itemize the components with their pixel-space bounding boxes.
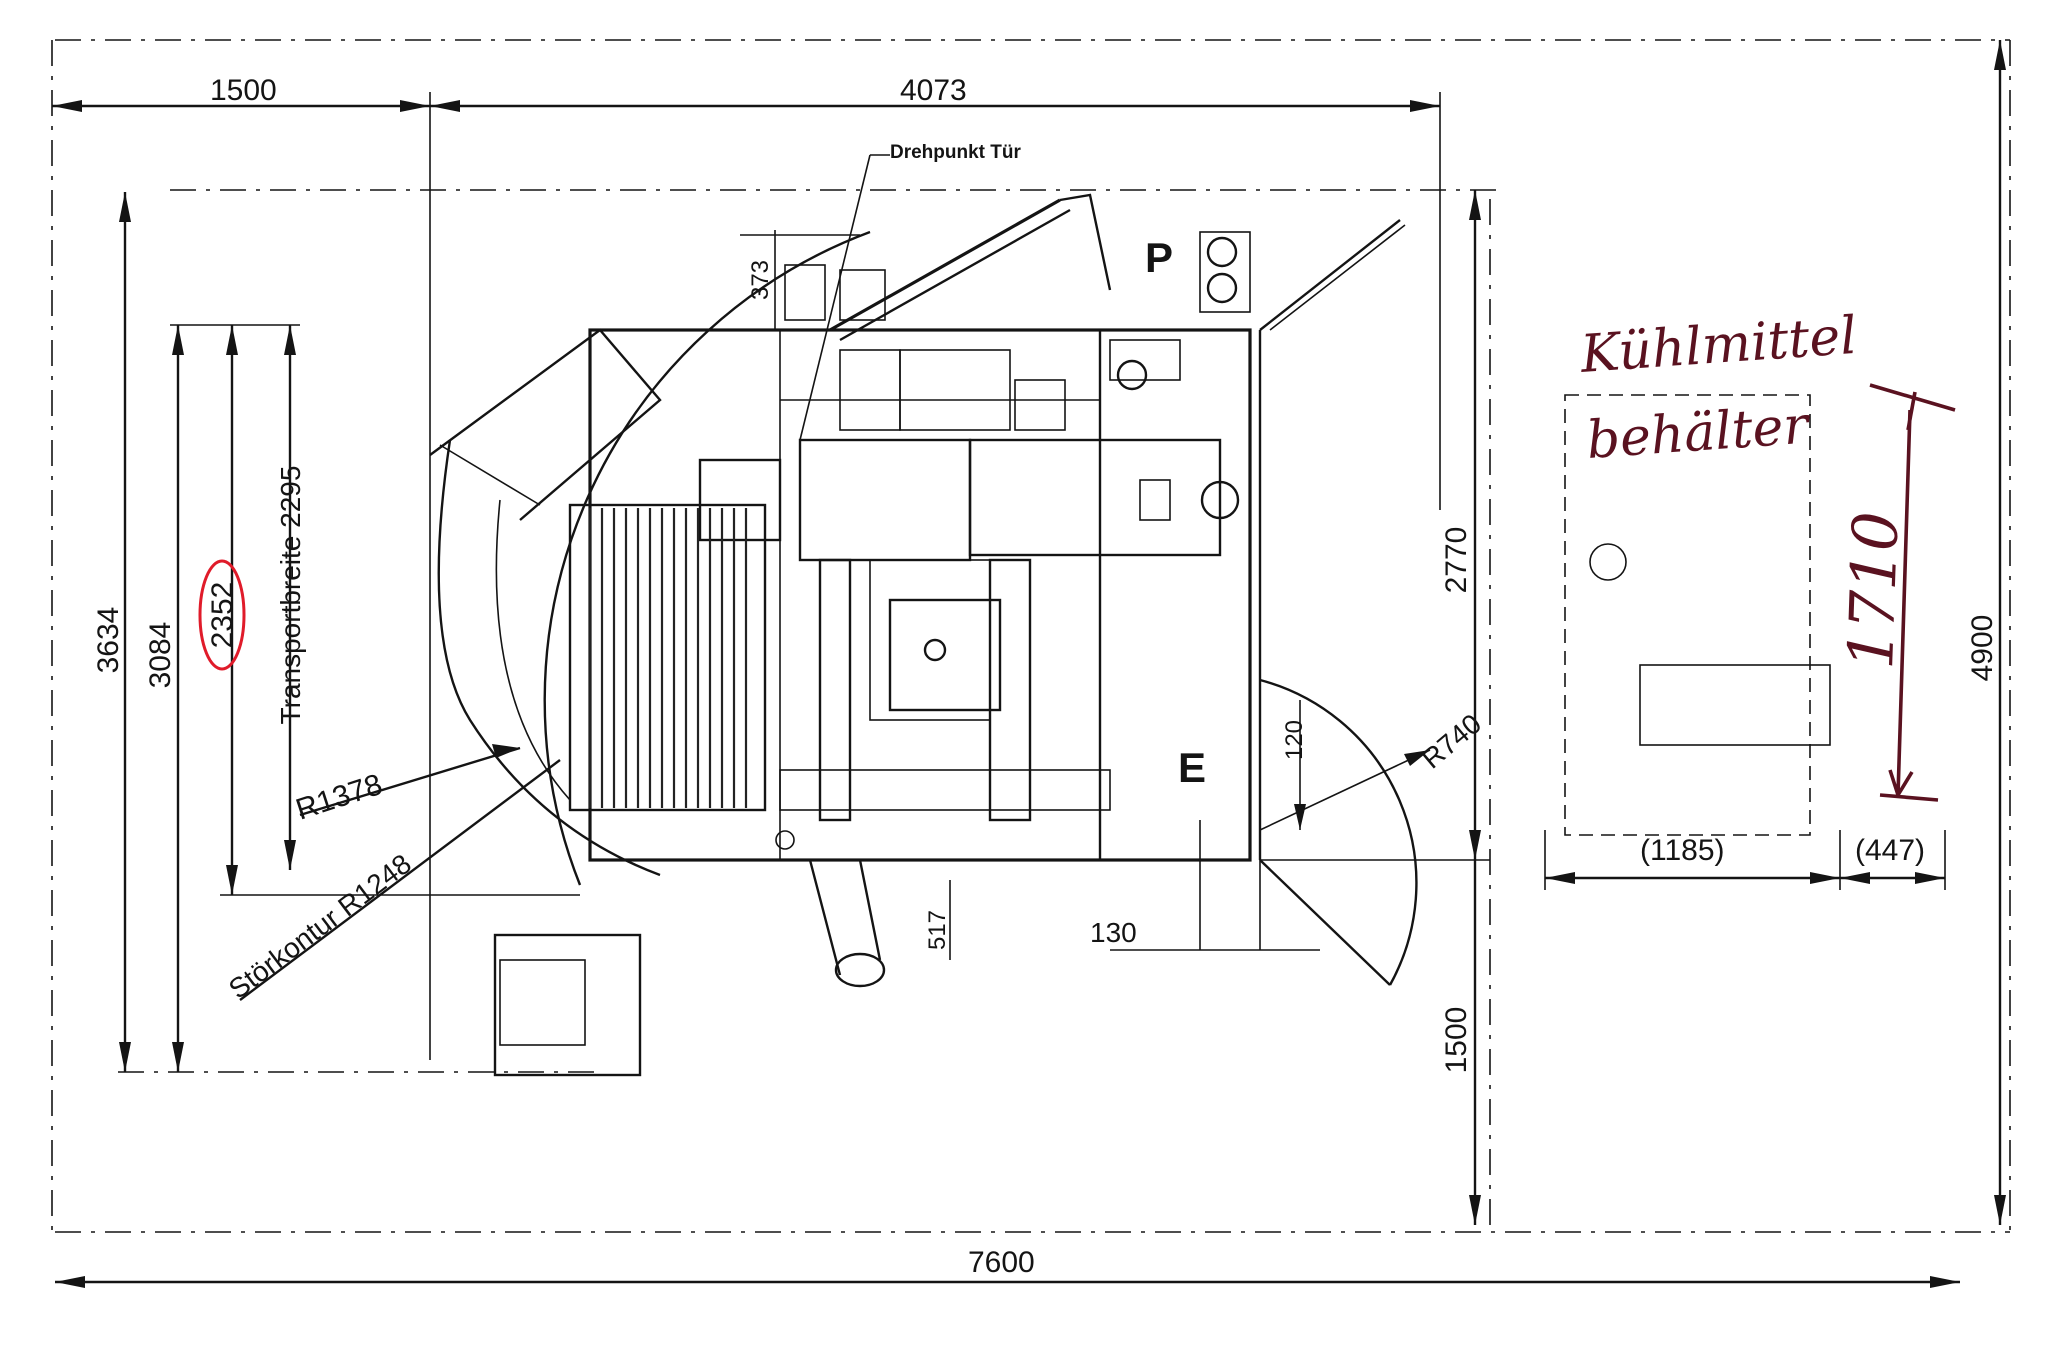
bottom-dimension [55,1276,1960,1288]
dim-total-width: 7600 [968,1246,1035,1279]
outer-frame [51,39,2011,1233]
dim-main-width: 4073 [900,74,967,107]
top-dimension-chain [52,92,1441,1060]
dim-517: 517 [924,910,951,950]
p-components [1116,231,1251,391]
coolant-tank [1544,394,1946,890]
dim-circled: 2352 [206,582,239,649]
radius-r740: R740 [1416,708,1487,775]
label-pivot-door: Drehpunkt Tür [890,142,1021,163]
marker-p: P [1145,234,1173,281]
dim-373: 373 [747,260,774,300]
dim-120: 120 [1281,720,1308,760]
radius-r1248: Störkontur R1248 [223,848,417,1005]
dim-373-lines [740,230,860,330]
bottom-components [493,830,951,1077]
coolant-width-447: (447) [1855,834,1925,867]
radius-r1378: R1378 [292,768,386,827]
right-dimensions [1260,40,2006,1225]
red-circle-marker [198,559,246,671]
handwritten-coolant-label-2: behälter [1585,395,1813,471]
dim-right-overall: 4900 [1966,615,1999,682]
swing-arc [239,230,871,1001]
hatched-block [568,503,767,812]
machine-body [588,328,1262,862]
dim-130: 130 [1090,917,1137,948]
handwritten-coolant-label-1: Kühlmittel [1578,306,1859,385]
transport-width-label: Transportbreite 2295 [275,466,306,725]
marker-e: E [1178,744,1206,791]
door-pivot [784,154,1406,441]
coolant-width-1185: (1185) [1640,834,1725,867]
dim-left-width: 1500 [210,74,277,107]
left-dimensions [119,192,580,1072]
dim-right-upper: 2770 [1440,527,1473,594]
dim-right-lower: 1500 [1440,1007,1473,1074]
handwritten-dim-1710: 1710 [1834,510,1912,670]
e-door-swing [1110,678,1431,986]
dim-body-height: 3084 [144,622,177,689]
handwritten-dimension-arrow [1869,383,1956,802]
dim-overall-height: 3634 [92,607,125,674]
